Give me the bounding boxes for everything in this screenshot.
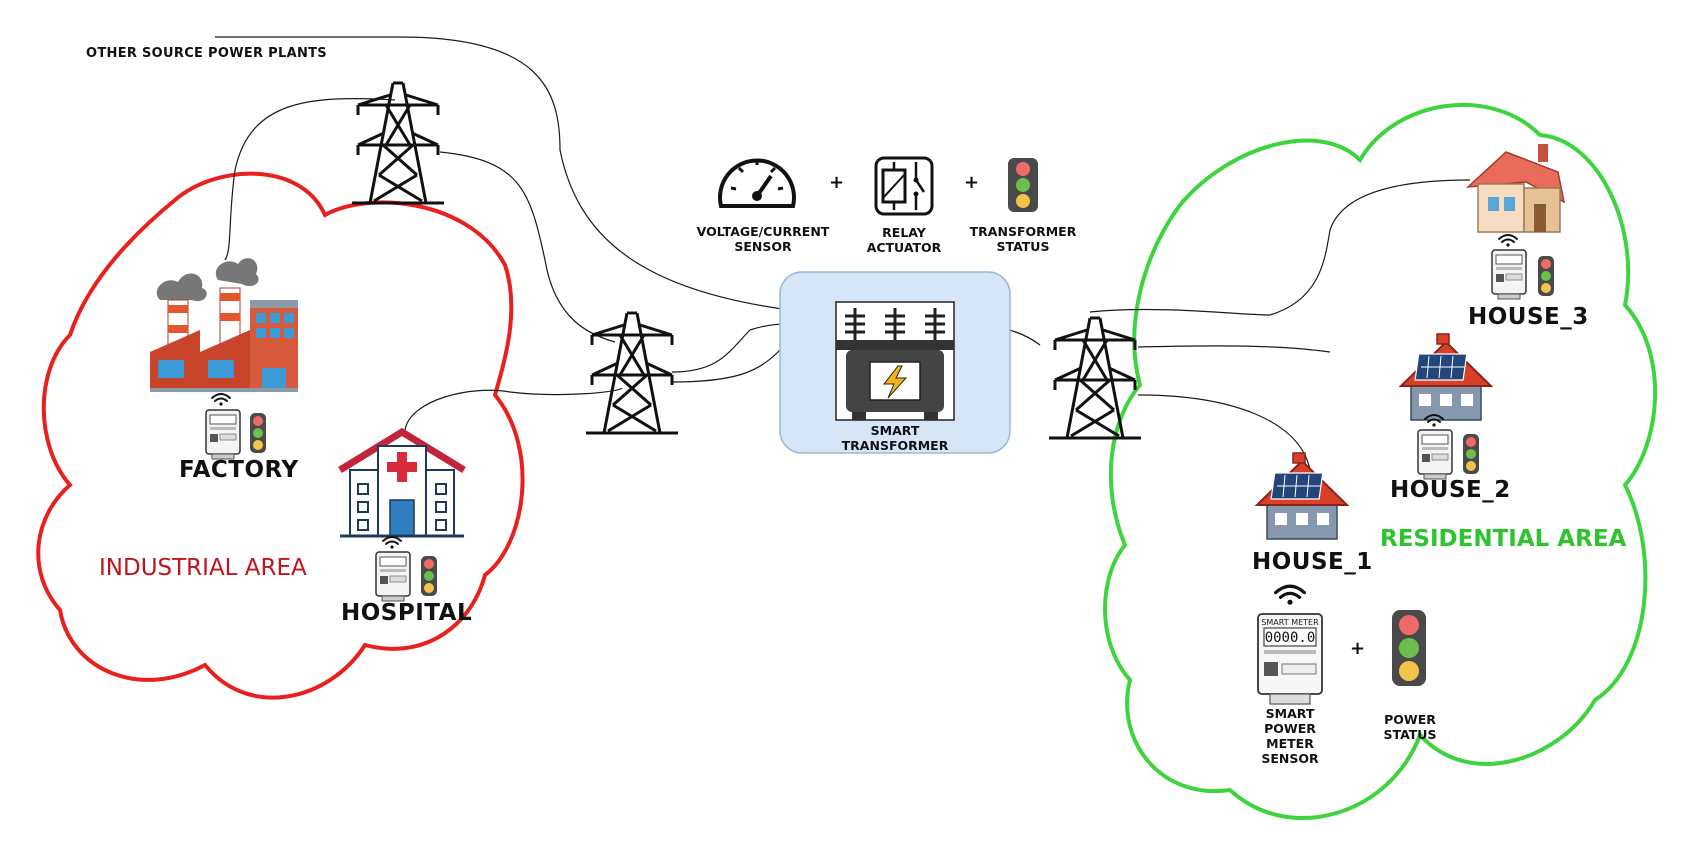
industrial-area-cloud [36,171,525,700]
transmission-tower-icon [350,81,446,205]
industrial-area-label: INDUSTRIAL AREA [99,555,307,581]
wifi-icon [382,536,402,550]
factory-icon [150,258,298,392]
solar-house-icon [1400,333,1492,421]
house-3-label: HOUSE_3 [1468,304,1589,330]
other-source-label: OTHER SOURCE POWER PLANTS [86,46,327,61]
power-status-label: POWER STATUS [1383,712,1437,742]
house-2-label: HOUSE_2 [1390,477,1511,503]
plus-sign: + [964,172,980,193]
plus-sign: + [1350,638,1366,659]
smart-meter-icon [1491,249,1527,300]
wifi-icon [1273,584,1307,607]
smart-transformer-label: SMART TRANSFORMER [841,423,949,453]
traffic-light-icon [421,556,437,596]
traffic-light-icon [1538,256,1554,296]
wifi-icon [211,393,231,407]
smart-meter-icon [205,409,241,460]
smart-meter-icon [375,551,411,602]
wifi-icon [1498,234,1518,248]
svg-text:SMART METER: SMART METER [1261,618,1319,627]
gauge-icon [718,158,796,208]
factory-label: FACTORY [179,457,299,483]
relay-icon [874,156,934,216]
voltage-sensor-label: VOLTAGE/CURRENT SENSOR [696,224,830,254]
residential-area-cloud [1103,103,1658,821]
transmission-tower-icon [584,311,680,435]
smart-meter-icon: SMART METER 0000.0 [1257,613,1323,705]
smart-meter-sensor-label: SMART POWER METER SENSOR [1261,706,1319,766]
power-lines [215,36,1471,471]
smart-meter-icon [1417,429,1453,480]
relay-actuator-label: RELAY ACTUATOR [866,225,942,255]
traffic-light-icon [1008,158,1038,212]
traffic-light-icon [250,413,266,453]
traffic-light-icon [1392,610,1426,686]
svg-text:0000.0: 0000.0 [1265,630,1316,646]
house-icon [1465,144,1566,233]
hospital-icon [338,427,466,538]
house-1-label: HOUSE_1 [1252,549,1373,575]
transmission-tower-icon [1047,316,1143,440]
solar-house-icon [1256,452,1348,540]
transformer-icon [835,301,955,421]
plus-sign: + [829,172,845,193]
residential-area-label: RESIDENTIAL AREA [1380,526,1627,552]
hospital-label: HOSPITAL [341,600,473,626]
transformer-status-label: TRANSFORMER STATUS [969,224,1077,254]
traffic-light-icon [1463,434,1479,474]
